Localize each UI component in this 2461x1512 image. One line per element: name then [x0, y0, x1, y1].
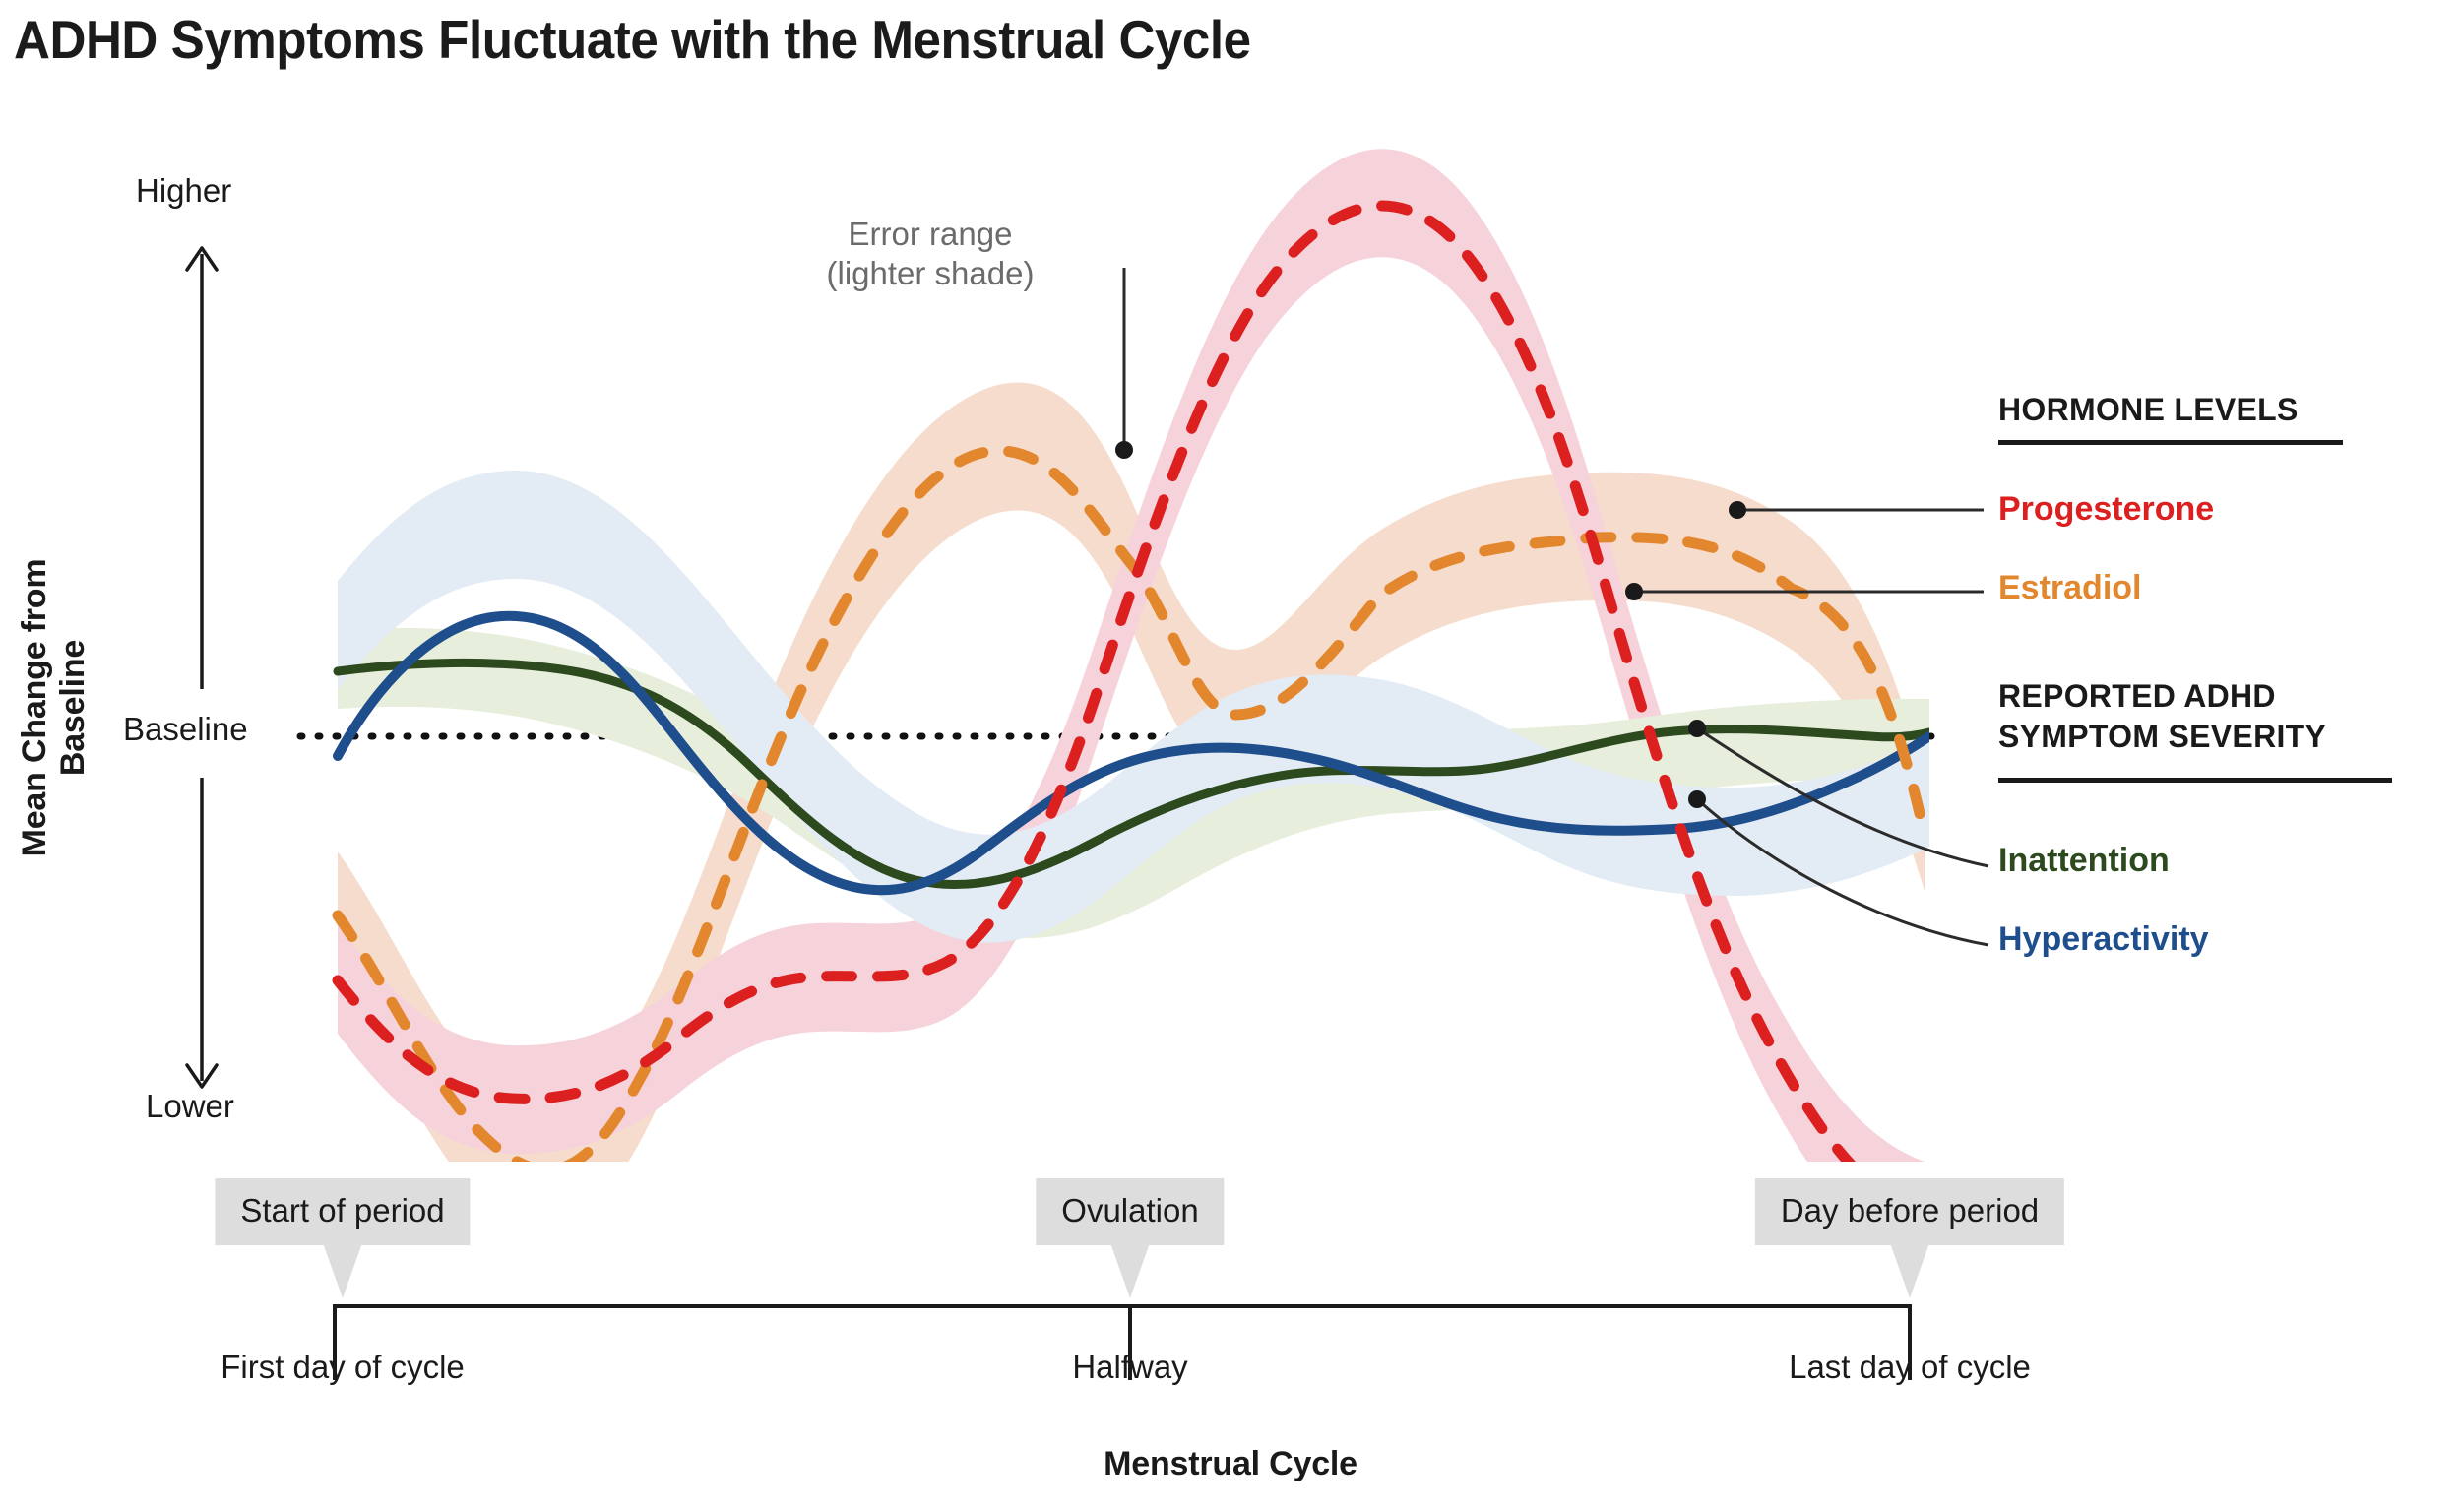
legend-item-hyperactivity[interactable]: Hyperactivity — [1998, 920, 2209, 958]
inattention-dot — [1688, 720, 1706, 737]
error-range-dot — [1115, 441, 1133, 459]
legend-item-inattention[interactable]: Inattention — [1998, 842, 2170, 879]
y-axis-arrow — [185, 246, 219, 1089]
legend-item-progesterone[interactable]: Progesterone — [1998, 490, 2215, 528]
y-axis-baseline-label: Baseline — [123, 711, 248, 747]
legend-group-adhd-title-line1: REPORTED ADHD — [1998, 678, 2276, 714]
callout-tip-day-before-period — [1888, 1237, 1931, 1298]
error-range-annotation: Error range (lighter shade) — [724, 215, 1137, 294]
y-axis-top-label: Higher — [136, 172, 232, 209]
x-axis-bracket — [333, 1304, 1912, 1380]
progesterone-line — [332, 200, 1857, 1162]
page-title: ADHD Symptoms Fluctuate with the Menstru… — [14, 9, 1251, 70]
legend-item-estradiol[interactable]: Estradiol — [1998, 569, 2142, 606]
estradiol-dot — [1625, 583, 1643, 600]
progesterone-error-band — [338, 149, 1925, 1162]
x-tick-last-day: Last day of cycle — [1789, 1349, 2031, 1385]
inattention-leader — [1696, 726, 1989, 868]
x-tick-first-day: First day of cycle — [221, 1349, 465, 1385]
estradiol-line — [332, 445, 1929, 1162]
error-range-line1: Error range — [848, 216, 1013, 252]
callout-ovulation: Ovulation — [1036, 1178, 1225, 1245]
callout-tip-start-of-period — [321, 1237, 364, 1298]
legend-group-adhd-title-line2: SYMPTOM SEVERITY — [1998, 719, 2327, 754]
y-axis-bottom-label: Lower — [146, 1088, 234, 1124]
x-axis-title: Menstrual Cycle — [1104, 1445, 1357, 1482]
legend-rule-adhd — [1998, 778, 2392, 783]
x-tick-halfway: Halfway — [1072, 1349, 1188, 1385]
annotation-leader-lines — [1122, 268, 1989, 947]
hyperactivity-leader — [1696, 797, 1989, 947]
annotation-leader-dots — [1115, 441, 1746, 808]
legend-group-hormones-title: HORMONE LEVELS — [1998, 392, 2299, 427]
callout-day-before-period: Day before period — [1754, 1178, 2065, 1245]
error-range-line2: (lighter shade) — [826, 255, 1035, 292]
callout-start-of-period: Start of period — [215, 1178, 471, 1245]
hyperactivity-dot — [1688, 790, 1706, 808]
legend-rule-hormones — [1998, 440, 2343, 445]
progesterone-dot — [1729, 501, 1746, 519]
callout-tip-ovulation — [1108, 1237, 1152, 1298]
estradiol-error-band — [338, 382, 1925, 1162]
